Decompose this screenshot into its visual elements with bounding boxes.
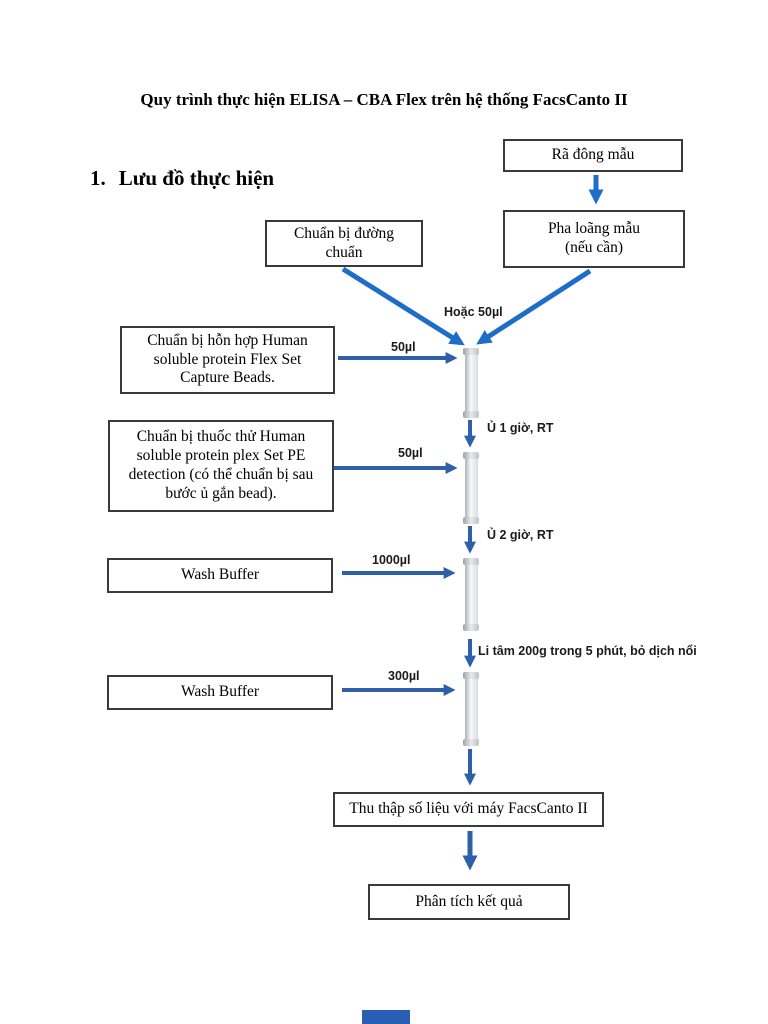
tube-cap-bottom — [463, 739, 479, 746]
label-wash-volume-2: 300µl — [388, 669, 420, 683]
tube-cap-top — [463, 558, 479, 565]
flow-box-wash-buffer-1: Wash Buffer — [107, 558, 333, 593]
arrow-dilute-to-tube — [476, 268, 592, 345]
label-centrifuge: Li tâm 200g trong 5 phút, bỏ dịch nổi — [478, 644, 697, 658]
section-title: Lưu đồ thực hiện — [118, 166, 275, 190]
tube-cap-top — [463, 672, 479, 679]
label-or-volume: Hoặc 50µl — [444, 305, 503, 319]
tube-cap-bottom — [463, 411, 479, 418]
bottom-blue-bar — [362, 1010, 410, 1024]
section-number: 1. — [90, 166, 106, 190]
test-tube-icon — [463, 558, 479, 631]
flow-box-thaw-sample: Rã đông mẫu — [503, 139, 683, 172]
tube-cap-bottom — [463, 517, 479, 524]
label-wash-volume-1: 1000µl — [372, 553, 411, 567]
flow-box-standard-curve: Chuẩn bị đường chuẩn — [265, 220, 423, 267]
tube-cap-top — [463, 348, 479, 355]
page-title: Quy trình thực hiện ELISA – CBA Flex trê… — [140, 90, 628, 109]
label-pe-volume: 50µl — [398, 446, 423, 460]
tube-cap-top — [463, 452, 479, 459]
label-incubate-1: Ủ 1 giờ, RT — [487, 421, 554, 435]
tube-body — [464, 679, 478, 739]
flow-box-acquire-data: Thu thập số liệu với máy FacsCanto II — [333, 792, 604, 827]
test-tube-icon — [463, 348, 479, 418]
flow-box-analyze-results: Phân tích kết quả — [368, 884, 570, 920]
tube-body — [464, 565, 478, 624]
test-tube-icon — [463, 672, 479, 746]
arrow-standard-to-tube — [341, 266, 465, 346]
flow-box-capture-beads: Chuẩn bị hỗn hợp Human soluble protein F… — [120, 326, 335, 394]
flow-box-pe-detection: Chuẩn bị thuốc thử Human soluble protein… — [108, 420, 334, 512]
label-incubate-2: Ủ 2 giờ, RT — [487, 528, 554, 542]
flow-box-wash-buffer-2: Wash Buffer — [107, 675, 333, 710]
flow-box-dilute-sample: Pha loãng mẫu (nếu cần) — [503, 210, 685, 268]
section-heading: 1. Lưu đồ thực hiện — [90, 166, 274, 191]
tube-cap-bottom — [463, 624, 479, 631]
tube-body — [464, 459, 478, 517]
label-beads-volume: 50µl — [391, 340, 416, 354]
test-tube-icon — [463, 452, 479, 524]
tube-body — [464, 355, 478, 411]
